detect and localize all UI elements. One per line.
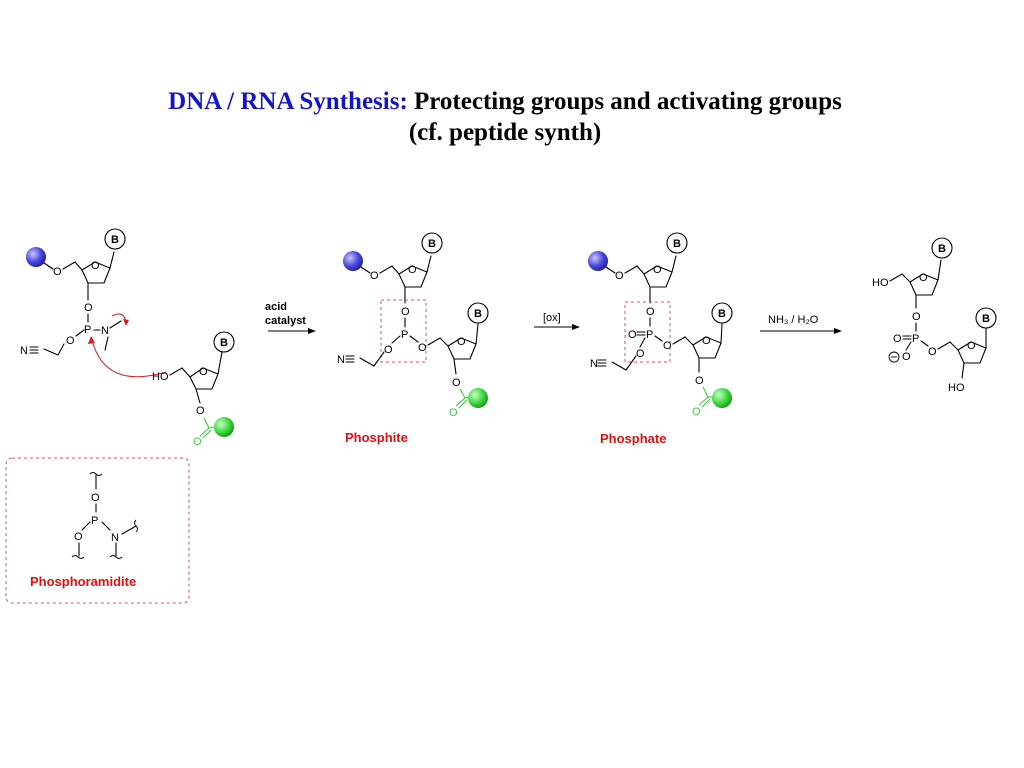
- solid-support-bead: [588, 251, 608, 271]
- base-circle: [104, 228, 126, 250]
- atom-o: O: [74, 531, 83, 543]
- ring-o: O: [91, 260, 100, 272]
- atom-p: P: [84, 324, 91, 336]
- atom-o: O: [695, 375, 704, 387]
- solid-support-bead: [343, 251, 363, 271]
- atom-n-nitrile: N: [590, 358, 598, 370]
- phosphate-highlight-box: [624, 301, 671, 363]
- base-circle: [467, 302, 489, 324]
- atom-n: N: [111, 532, 119, 544]
- atom-o: O: [452, 377, 461, 389]
- condition-acid: acid: [265, 301, 287, 313]
- atom-o: O: [66, 335, 75, 347]
- base-label: B: [718, 308, 726, 320]
- title-rest: Protecting groups and activating groups: [407, 88, 842, 115]
- base-label: B: [474, 308, 482, 320]
- atom-o: O: [912, 311, 921, 323]
- base-label: B: [938, 243, 946, 255]
- ring-o: O: [199, 366, 208, 378]
- atom-ho: HO: [872, 277, 889, 289]
- atom-p: P: [646, 329, 653, 341]
- base-label: B: [673, 238, 681, 250]
- base-label: B: [220, 337, 228, 349]
- structure-phosphoramidite-reactant: O O B O P O N N HO O: [20, 228, 235, 448]
- page-title: DNA / RNA Synthesis: Protecting groups a…: [0, 86, 1010, 148]
- protecting-group-bead: [712, 388, 732, 408]
- base-circle: [666, 232, 688, 254]
- atom-o-carbonyl: O: [692, 406, 701, 418]
- reaction-arrow-3: NH₃ / H₂O: [760, 314, 842, 334]
- atom-o: O: [928, 346, 937, 358]
- atom-p: P: [91, 515, 98, 527]
- base-circle: [213, 331, 235, 353]
- atom-n-nitrile: N: [20, 345, 28, 357]
- structure-dinucleotide-product: HO O B O P O O O O B HO: [872, 237, 997, 394]
- phosphoramidite-inset: O P O N Phosphoramidite: [5, 457, 190, 604]
- atom-o: O: [663, 340, 672, 352]
- atom-n: N: [101, 325, 109, 337]
- atom-o-double: O: [893, 333, 902, 345]
- solid-support-bead: [26, 247, 46, 267]
- base-label: B: [428, 238, 436, 250]
- structure-phosphate: O O B O P O O N O O B O: [588, 232, 733, 446]
- atom-o: O: [615, 270, 624, 282]
- ring-o: O: [653, 264, 662, 276]
- atom-o-anion: O: [902, 351, 911, 363]
- protecting-group-bead: [468, 388, 488, 408]
- atom-o: O: [196, 405, 205, 417]
- title-line2: (cf. peptide synth): [408, 119, 602, 146]
- label-phosphate: Phosphate: [600, 431, 666, 446]
- atom-o-carbonyl: O: [193, 436, 202, 448]
- atom-o: O: [53, 266, 62, 278]
- atom-o: O: [401, 306, 410, 318]
- label-phosphite: Phosphite: [345, 430, 408, 445]
- atom-o: O: [384, 344, 393, 356]
- ring-o: O: [702, 335, 711, 347]
- base-label: B: [982, 313, 990, 325]
- atom-o-double: O: [628, 329, 637, 341]
- atom-o: O: [418, 342, 427, 354]
- title-highlight: DNA / RNA Synthesis:: [168, 88, 408, 115]
- structure-phosphite: O O B O P O N O O B O O: [337, 232, 489, 445]
- atom-o: O: [370, 270, 379, 282]
- reaction-arrow-2: [ox]: [534, 312, 580, 330]
- base-label: B: [111, 234, 119, 246]
- ring-o: O: [457, 336, 466, 348]
- base-circle: [931, 237, 953, 259]
- phosphite-highlight-box: [380, 299, 427, 363]
- ring-o: O: [967, 340, 976, 352]
- condition-deprotect: NH₃ / H₂O: [768, 314, 819, 326]
- base-circle: [975, 307, 997, 329]
- atom-o: O: [646, 306, 655, 318]
- condition-ox: [ox]: [543, 312, 561, 324]
- ring-o: O: [919, 272, 928, 284]
- ring-o: O: [408, 264, 417, 276]
- atom-ho: HO: [152, 371, 169, 383]
- label-phosphoramidite: Phosphoramidite: [30, 574, 136, 589]
- atom-o: O: [636, 348, 645, 360]
- atom-p: P: [401, 329, 408, 341]
- base-circle: [421, 232, 443, 254]
- condition-catalyst: catalyst: [265, 315, 306, 327]
- reaction-arrow-1: acid catalyst: [265, 301, 316, 334]
- atom-o-carbonyl: O: [449, 407, 458, 419]
- atom-n-nitrile: N: [337, 354, 345, 366]
- atom-o: O: [84, 302, 93, 314]
- atom-ho: HO: [948, 382, 965, 394]
- negative-charge-icon: [888, 351, 900, 363]
- atom-p: P: [912, 333, 919, 345]
- atom-o: O: [91, 492, 100, 504]
- protecting-group-bead: [214, 417, 234, 437]
- base-circle: [711, 302, 733, 324]
- phosphoramidite-box: [5, 457, 190, 604]
